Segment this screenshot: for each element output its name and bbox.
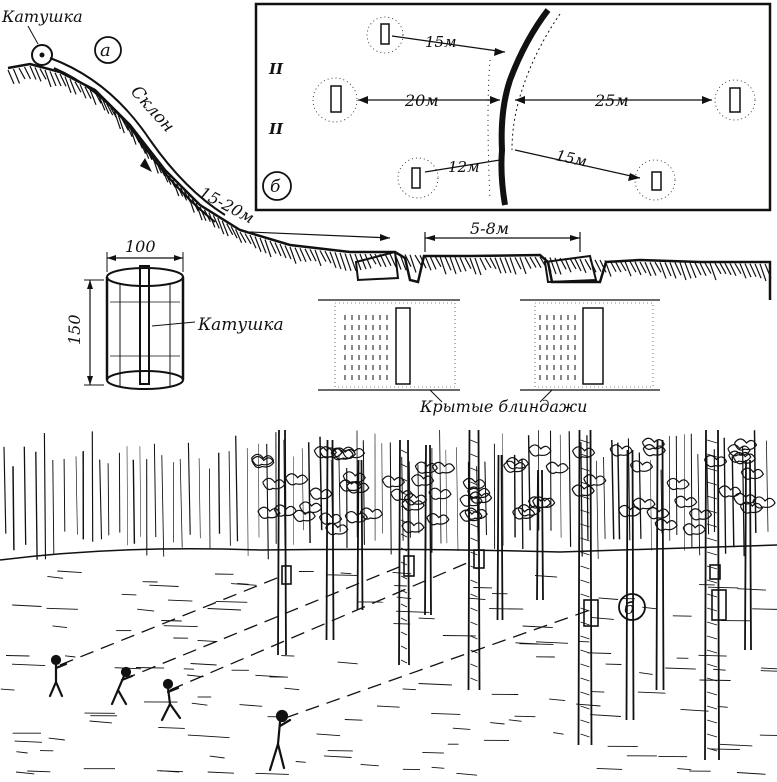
- tree-trunk: [625, 449, 635, 721]
- label-dim-height: 150: [65, 314, 84, 345]
- tree-trunk: [655, 439, 665, 691]
- tree-trunk: [277, 429, 287, 656]
- target-boards: [281, 549, 727, 627]
- plan-line-15-bottom: [514, 149, 641, 179]
- label-dist-pits: 5-8м: [470, 219, 509, 238]
- tree-trunk: [467, 429, 481, 691]
- tree-trunk: [496, 454, 504, 621]
- plan-line-15-top: [391, 35, 506, 53]
- label-plan-20: 20м: [404, 91, 439, 110]
- slope-profile: [7, 44, 772, 300]
- marker-a: а: [100, 40, 111, 61]
- label-plan-15-top: 15м: [425, 33, 457, 51]
- tree-trunk: [424, 444, 432, 616]
- label-dim-width: 100: [125, 237, 156, 256]
- soldier-2: [110, 666, 134, 706]
- label-plan-12: 12м: [448, 158, 480, 176]
- soldier-1: [48, 654, 68, 698]
- plan-target-bottom-right: [634, 159, 676, 201]
- label-reel-side: Катушка: [197, 315, 284, 335]
- plan-target-left: [312, 77, 358, 123]
- label-plan-25: 25м: [594, 91, 629, 110]
- reel-circle-icon: [31, 44, 53, 66]
- tree-trunks: [277, 429, 752, 761]
- tree-trunk: [398, 439, 410, 666]
- rope-path: [49, 57, 226, 216]
- label-covered-dugouts: Крытые блиндажи: [419, 397, 587, 416]
- marker-b-plan-circle: [262, 171, 292, 201]
- plan-target-right: [714, 79, 756, 121]
- covered-dugouts: [318, 299, 660, 403]
- marker-b-plan: б: [270, 177, 281, 197]
- tree-trunk: [704, 429, 720, 761]
- marker-a-circle: [94, 36, 122, 64]
- plan-frame: [254, 2, 772, 212]
- label-roman-lower: II: [268, 120, 284, 138]
- soldier-4: [268, 709, 292, 772]
- label-plan-15-bottom: 15м: [554, 146, 589, 170]
- dugout-left: [334, 302, 456, 388]
- tree-trunk: [356, 459, 364, 611]
- pit-roof-right: [543, 254, 598, 284]
- plan-box: [254, 2, 772, 212]
- reel-axle: [139, 265, 150, 385]
- plan-line-12: [424, 159, 501, 173]
- plan-target-bottom-left: [397, 157, 439, 199]
- plan-trench: [498, 8, 551, 206]
- slope-arrow-icon: [140, 158, 152, 172]
- dugout-right: [534, 302, 654, 388]
- marker-b-forest: б: [624, 599, 635, 619]
- soldier-3: [160, 678, 182, 722]
- forest-scene: [0, 429, 777, 776]
- pit-roof-left: [354, 250, 400, 282]
- tree-trunk: [744, 459, 752, 651]
- label-roman-upper: II: [268, 60, 284, 78]
- tree-trunk: [536, 469, 544, 601]
- tree-trunk: [577, 429, 593, 746]
- marker-b-forest-circle: [618, 593, 646, 621]
- dimension-15-20m: [249, 231, 391, 239]
- plan-target-top: [366, 16, 404, 54]
- label-reel-top: Катушка: [1, 7, 83, 26]
- reel-cylinder: [84, 252, 196, 390]
- ground-hatching: [7, 65, 772, 282]
- tree-trunk: [325, 439, 335, 641]
